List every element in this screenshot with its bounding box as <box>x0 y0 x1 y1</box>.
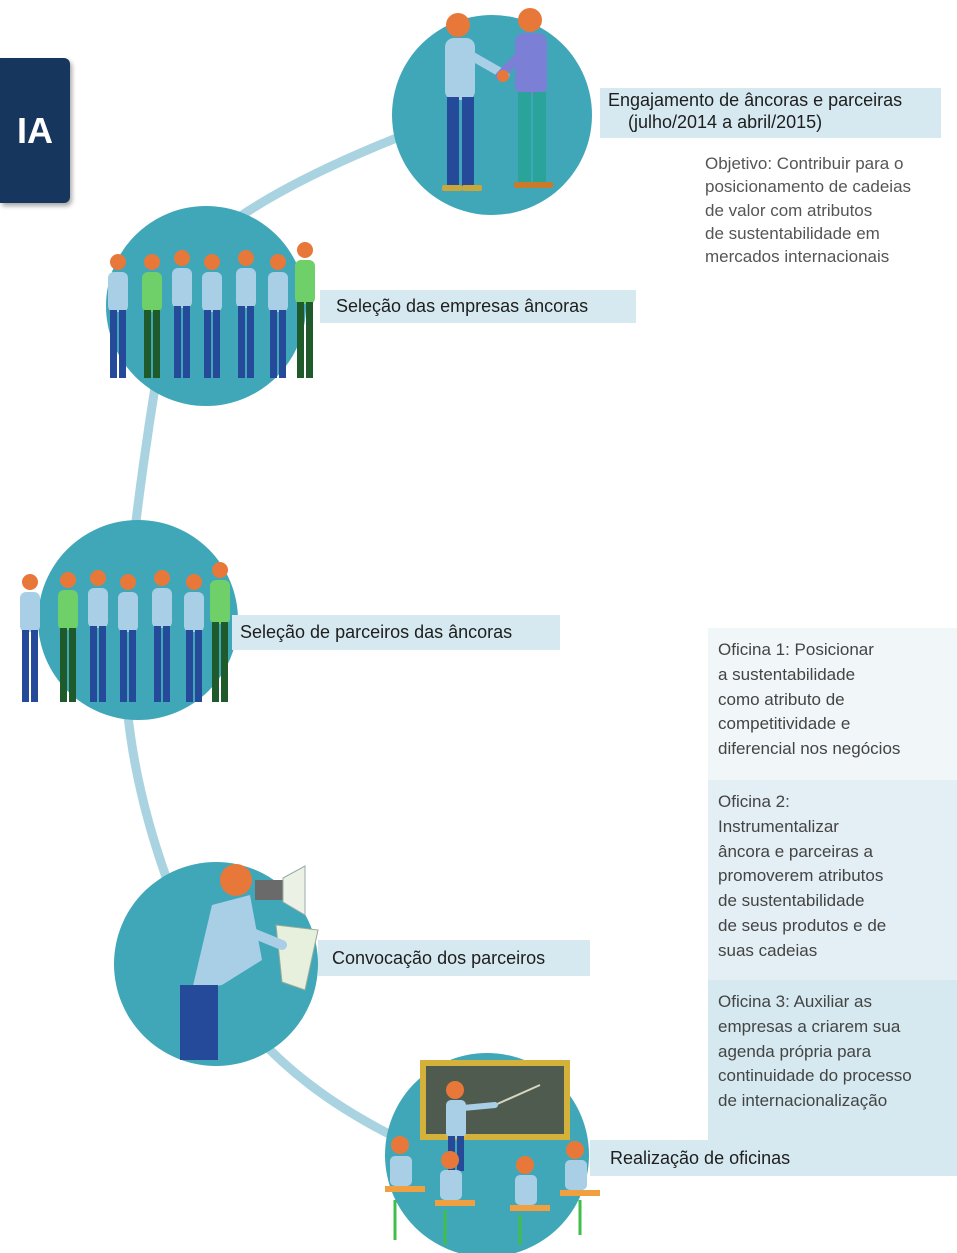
step-1-objective: Objetivo: Contribuir para o posicionamen… <box>705 152 957 268</box>
step-3-label-text: Seleção de parceiros das âncoras <box>240 622 513 642</box>
workshop-icon <box>385 1060 600 1245</box>
step-5-label-text: Realização de oficinas <box>610 1148 791 1168</box>
oficina-3-line: agenda própria para <box>718 1041 872 1061</box>
step-5-label: Realização de oficinas <box>590 1140 957 1176</box>
objective-line: mercados internacionais <box>705 247 890 267</box>
step-4-label: Convocação dos parceiros <box>318 940 590 976</box>
section-badge: IA <box>0 58 70 203</box>
oficina-1-line: como atributo de <box>718 689 845 709</box>
oficina-1-line: diferencial nos negócios <box>718 739 901 759</box>
oficina-3-panel: Oficina 3: Auxiliar as empresas a criare… <box>708 980 957 1140</box>
megaphone-icon <box>180 864 319 1060</box>
group-of-partners-icon <box>20 562 230 702</box>
oficina-1-panel: Oficina 1: Posicionar a sustentabilidade… <box>708 628 957 780</box>
oficina-2-line: suas cadeias <box>718 940 818 960</box>
section-badge-text: IA <box>17 109 53 151</box>
oficina-2-panel: Oficina 2: Instrumentalizar âncora e par… <box>708 780 957 980</box>
step-4-label-text: Convocação dos parceiros <box>332 948 546 968</box>
step-2-label: Seleção das empresas âncoras <box>320 290 636 323</box>
oficina-2-line: de seus produtos e de <box>718 916 887 936</box>
step-1-label: Engajamento de âncoras e parceiras (julh… <box>600 88 941 138</box>
oficina-3-line: Oficina 3: Auxiliar as <box>718 992 873 1011</box>
step-1-title: Engajamento de âncoras e parceiras <box>608 90 903 110</box>
objective-line: de sustentabilidade em <box>705 223 880 243</box>
oficina-3-line: empresas a criarem sua <box>718 1016 901 1036</box>
step-3-label: Seleção de parceiros das âncoras <box>232 615 560 650</box>
handshake-icon <box>442 8 553 191</box>
oficina-3-line: de internacionalização <box>718 1091 888 1111</box>
oficina-2-line: de sustentabilidade <box>718 891 865 911</box>
oficina-2-line: âncora e parceiras a <box>718 841 873 861</box>
objective-line: posicionamento de cadeias <box>705 177 912 197</box>
step-1-circle <box>392 15 592 215</box>
oficina-2-line: Instrumentalizar <box>718 816 839 836</box>
oficina-1-line: a sustentabilidade <box>718 664 856 684</box>
step-2-label-text: Seleção das empresas âncoras <box>336 296 589 316</box>
oficina-2-line: Oficina 2: <box>718 792 790 811</box>
objective-line: de valor com atributos <box>705 200 873 220</box>
oficina-2-line: promoverem atributos <box>718 866 884 886</box>
oficina-1-line: competitividade e <box>718 714 851 734</box>
group-of-people-icon <box>108 242 315 378</box>
oficina-1-line: Oficina 1: Posicionar <box>718 640 874 659</box>
objective-line: Objetivo: Contribuir para o <box>705 154 904 173</box>
step-1-period: (julho/2014 a abril/2015) <box>628 111 823 132</box>
oficina-3-line: continuidade do processo <box>718 1066 912 1086</box>
